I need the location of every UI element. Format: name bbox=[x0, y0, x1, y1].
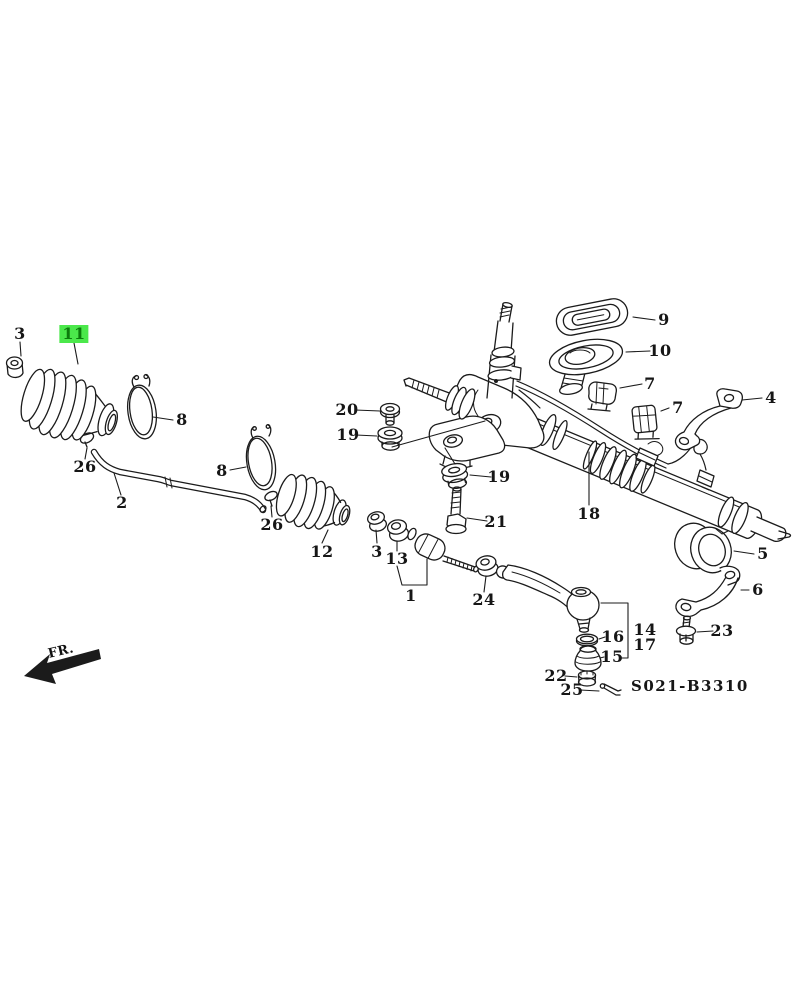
front-direction-arrow-icon bbox=[24, 649, 101, 684]
part-drawing-inner-tie-rod-1 bbox=[407, 527, 480, 573]
part-drawing-washer-16 bbox=[575, 633, 599, 647]
part-drawing-bushing-19a bbox=[377, 426, 403, 451]
part-drawing-bushing-19b bbox=[441, 462, 469, 490]
part-drawing-boot-12 bbox=[275, 473, 351, 530]
diagram-code-label: S021-B3310 bbox=[631, 677, 749, 695]
part-drawing-stopper-3b bbox=[366, 511, 388, 532]
part-drawing-bolt-21 bbox=[445, 486, 467, 535]
part-drawing-bolt-23 bbox=[675, 615, 697, 645]
part-drawing-seal-plate-9 bbox=[555, 298, 629, 336]
part-drawing-cap-20 bbox=[379, 402, 401, 426]
part-drawing-clip-8b bbox=[245, 424, 277, 491]
part-drawing-pipe-2 bbox=[90, 448, 267, 514]
part-drawing-clip-26a bbox=[79, 432, 95, 448]
part-drawing-rack-assembly-18 bbox=[403, 301, 792, 543]
part-drawing-boot-15 bbox=[574, 645, 602, 672]
part-drawing-boot-11 bbox=[20, 368, 119, 441]
part-drawing-castle-nut-22 bbox=[577, 670, 597, 687]
part-drawing-nut-24 bbox=[475, 555, 499, 577]
part-drawing-mount-cushion-10 bbox=[548, 338, 624, 396]
part-drawing-bracket-6 bbox=[675, 565, 741, 618]
part-drawing-pipe-clamp-7b bbox=[631, 404, 660, 440]
part-drawing-cushion-5 bbox=[674, 522, 732, 574]
part-drawing-clip-8a bbox=[126, 373, 158, 440]
part-drawing-clip-26b bbox=[264, 490, 278, 507]
part-drawing-bracket-4 bbox=[674, 388, 743, 451]
part-drawing-tie-rod-end-14-17 bbox=[495, 564, 600, 633]
part-drawing-nut-3a bbox=[5, 356, 24, 379]
leader-lines bbox=[19, 316, 763, 692]
part-drawing-cotter-pin-25 bbox=[599, 683, 622, 696]
part-drawing-pipe-clamp-7a bbox=[587, 381, 617, 412]
part-drawing-washer-13 bbox=[386, 519, 410, 542]
